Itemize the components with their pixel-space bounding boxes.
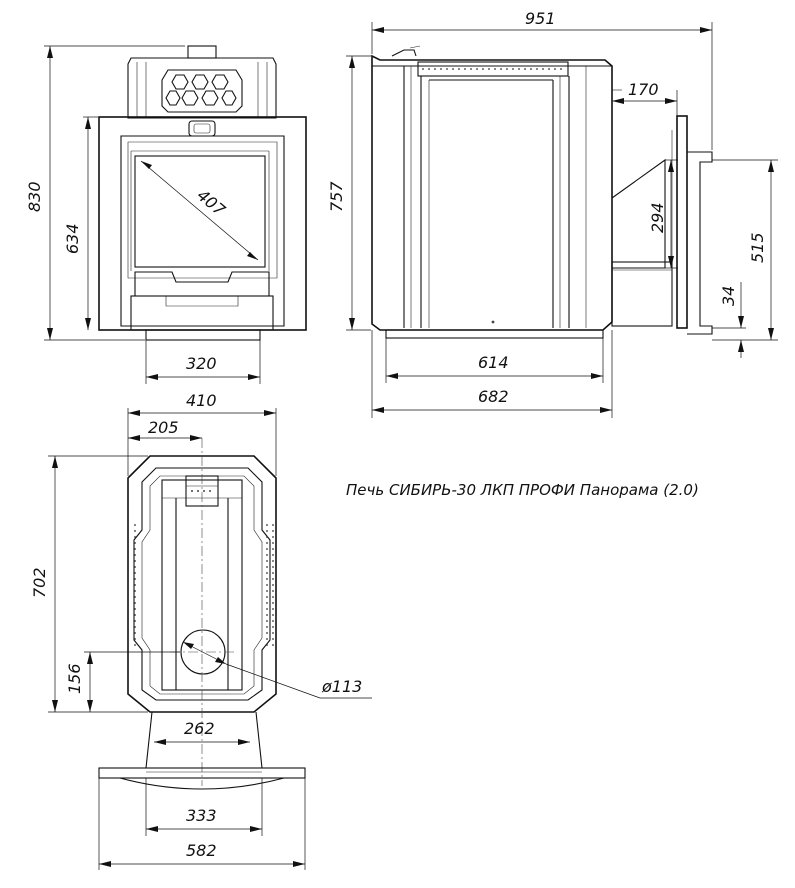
base-width-label: 614 xyxy=(478,353,509,372)
opening-height-label: 294 xyxy=(648,202,667,233)
chimney-diameter-label: ø113 xyxy=(321,677,362,696)
tunnel-length-label: 170 xyxy=(628,80,659,99)
top-width-total-label: 410 xyxy=(186,391,217,410)
front-height-body-label: 634 xyxy=(63,223,82,254)
chimney-offset-label: 156 xyxy=(65,663,84,694)
drawing-title: Печь СИБИРЬ-30 ЛКП ПРОФИ Панорама (2.0) xyxy=(346,481,699,499)
front-view: 407 830 634 320 xyxy=(25,45,307,384)
glass-diagonal-label: 407 xyxy=(193,186,229,221)
tunnel-base-label: 34 xyxy=(719,286,738,306)
chimney-axis-label: 205 xyxy=(148,418,179,437)
door-handle-icon xyxy=(188,120,216,137)
depth-total-label: 951 xyxy=(525,9,556,28)
front-height-total-label: 830 xyxy=(25,181,44,212)
side-view: 951 170 757 294 515 34 xyxy=(327,9,778,418)
side-height-body-label: 757 xyxy=(327,181,346,212)
tunnel-top-label: 515 xyxy=(748,232,767,263)
honeycomb-grille xyxy=(165,74,237,106)
panel-width-label: 582 xyxy=(186,841,217,860)
top-view: ø113 410 205 702 156 262 xyxy=(30,391,372,870)
top-depth-label: 702 xyxy=(30,567,49,598)
frame-width-label: 333 xyxy=(186,806,217,825)
body-depth-label: 682 xyxy=(478,387,509,406)
tunnel-width-label: 262 xyxy=(184,719,215,738)
leg-width-label: 320 xyxy=(186,354,217,373)
